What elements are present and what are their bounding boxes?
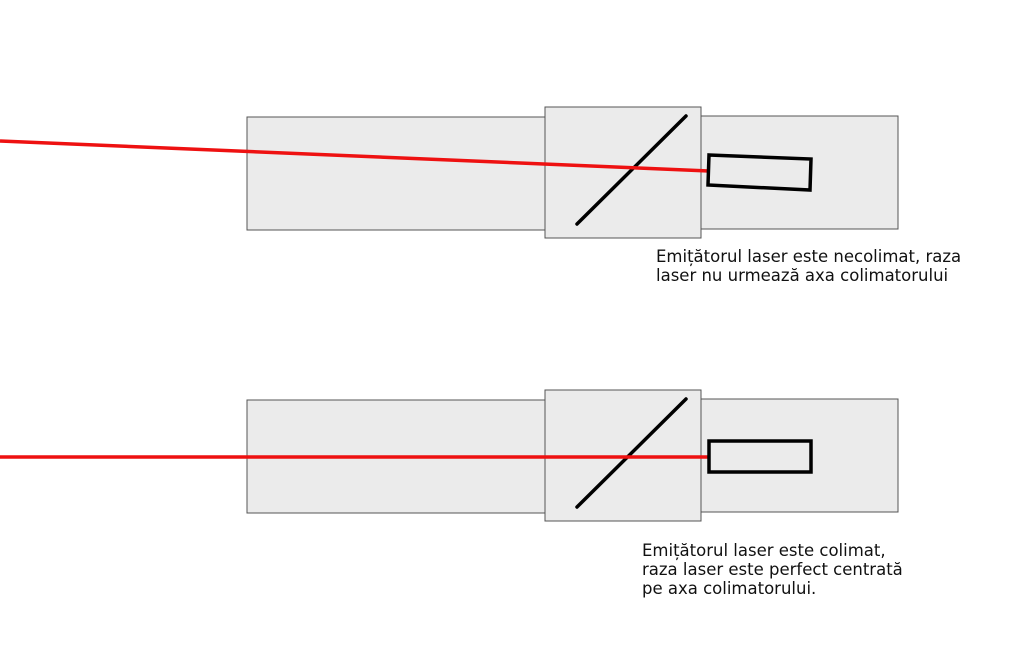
beam-splitter-mirror — [575, 114, 688, 226]
caption-line: laser nu urmează axa colimatorului — [656, 266, 949, 285]
beam-splitter-mirror — [575, 397, 688, 509]
laser-emitter-aligned — [707, 439, 813, 474]
laser-beam — [0, 139, 710, 173]
caption-line: Emițătorul laser este necolimat, raza — [656, 247, 962, 266]
caption-line: Emițătorul laser este colimat, — [642, 541, 886, 560]
diagram-collimated — [0, 389, 899, 522]
caption-line: pe axa colimatorului. — [642, 579, 817, 598]
caption-collimated: Emițătorul laser este colimat, raza lase… — [642, 541, 903, 598]
emitter-housing — [700, 398, 899, 513]
laser-emitter-tilted — [706, 153, 813, 192]
caption-uncollimated: Emițătorul laser este necolimat, raza la… — [656, 247, 961, 285]
emitter-housing — [700, 115, 899, 230]
diagram-uncollimated — [0, 106, 899, 239]
caption-line: raza laser este perfect centrată — [642, 560, 903, 579]
collimator-tube-left — [246, 116, 547, 231]
